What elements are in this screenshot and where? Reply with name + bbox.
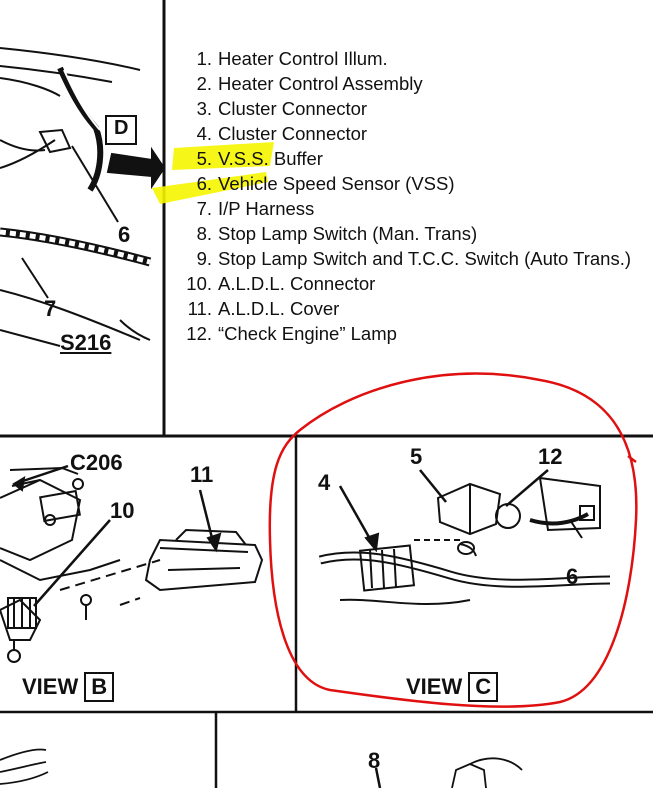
legend-item: 1. Heater Control Illum.	[172, 46, 642, 71]
view-c-letter: C	[468, 672, 499, 702]
legend-number: 12.	[186, 323, 212, 344]
legend-text: Stop Lamp Switch (Man. Trans)	[218, 223, 478, 244]
highlight-item-6	[152, 172, 268, 204]
bottom-illustrations	[0, 748, 523, 788]
legend-number: 9.	[196, 248, 212, 269]
legend-item: 3. Cluster Connector	[172, 96, 642, 121]
callout-8: 8	[368, 748, 381, 773]
callout-5: 5	[410, 444, 423, 469]
legend-item: 6. Vehicle Speed Sensor (VSS)	[172, 171, 642, 196]
legend-text: V.S.S. Buffer	[218, 148, 323, 169]
legend-number: 2.	[196, 73, 212, 94]
view-b-label: VIEW B	[22, 672, 115, 702]
legend-text: Heater Control Illum.	[218, 48, 388, 69]
legend-item: 11. A.L.D.L. Cover	[172, 296, 642, 321]
highlighter-marks	[152, 142, 274, 204]
legend-item: 10. A.L.D.L. Connector	[172, 271, 642, 296]
view-b-illustration	[0, 464, 264, 663]
highlight-item-5	[172, 142, 274, 170]
view-c-label: VIEW C	[406, 672, 499, 702]
callout-11: 11	[190, 462, 214, 487]
annotation-circle-tail	[627, 455, 637, 463]
annotation-circle	[268, 372, 638, 708]
legend-text: A.L.D.L. Connector	[218, 273, 376, 294]
legend-number: 6.	[196, 173, 212, 194]
legend-item: 5. V.S.S. Buffer	[172, 146, 642, 171]
callout-6-top: 6	[118, 222, 131, 247]
legend-text: A.L.D.L. Cover	[218, 298, 340, 319]
connector-c206-label: C206	[70, 450, 123, 475]
legend-item: 9. Stop Lamp Switch and T.C.C. Switch (Au…	[172, 246, 642, 271]
legend-item: 2. Heater Control Assembly	[172, 71, 642, 96]
legend-number: 4.	[196, 123, 212, 144]
legend-item: 8. Stop Lamp Switch (Man. Trans)	[172, 221, 642, 246]
legend-number: 3.	[196, 98, 212, 119]
top-left-illustration	[0, 47, 166, 347]
legend-text: “Check Engine” Lamp	[218, 323, 397, 344]
legend-text: Stop Lamp Switch and T.C.C. Switch (Auto…	[218, 248, 631, 269]
callout-4: 4	[318, 470, 331, 495]
legend-text: Cluster Connector	[218, 123, 368, 144]
legend-item: 12. “Check Engine” Lamp	[172, 321, 642, 346]
callout-6-view-c: 6	[566, 564, 579, 589]
legend-number: 11.	[187, 298, 212, 319]
legend-number: 7.	[196, 198, 212, 219]
view-c-word: VIEW	[406, 674, 463, 699]
legend-number: 10.	[186, 273, 212, 294]
parts-legend: 1. Heater Control Illum. 2. Heater Control…	[172, 46, 642, 346]
legend-text: I/P Harness	[218, 198, 315, 219]
view-c-illustration	[318, 469, 611, 605]
legend-number: 1.	[196, 48, 212, 69]
view-b-word: VIEW	[22, 674, 79, 699]
view-b-letter: B	[84, 672, 115, 702]
legend-text: Cluster Connector	[218, 98, 368, 119]
legend-number: 8.	[196, 223, 212, 244]
legend-text: Heater Control Assembly	[218, 73, 423, 94]
legend-text: Vehicle Speed Sensor (VSS)	[218, 173, 455, 194]
legend-item: 4. Cluster Connector	[172, 121, 642, 146]
legend-number: 5.	[196, 148, 212, 169]
view-d-marker: D	[114, 117, 129, 139]
callout-7: 7	[44, 296, 57, 321]
callout-10: 10	[110, 498, 135, 523]
splice-s216-label: S216	[60, 330, 112, 355]
callout-12: 12	[538, 444, 563, 469]
legend-item: 7. I/P Harness	[172, 196, 642, 221]
